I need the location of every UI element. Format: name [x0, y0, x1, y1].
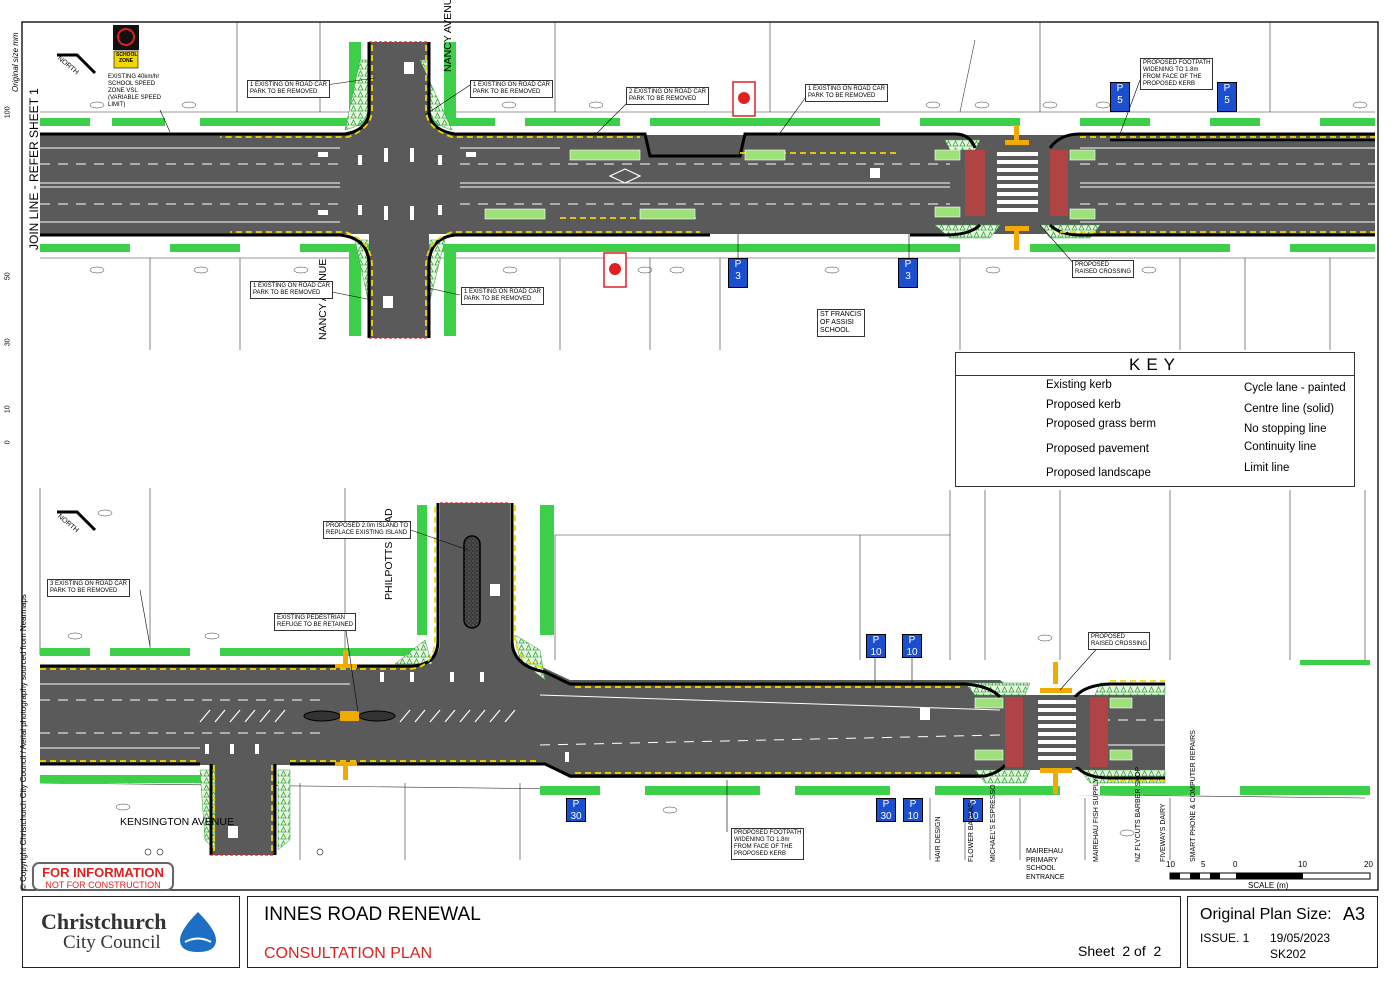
callout-raised-crossing-bottom: PROPOSED RAISED CROSSING	[1088, 632, 1151, 650]
business-flower-bazaar: FLOWER BAZAAR	[968, 802, 975, 862]
council-name-line2: City Council	[63, 932, 161, 953]
issue-number: ISSUE. 1	[1200, 931, 1250, 945]
business-mairehau-school: MAIREHAU PRIMARY SCHOOL ENTRANCE	[1026, 848, 1065, 881]
scale-tick-5: 5	[1201, 860, 1206, 869]
north-arrow-top	[57, 53, 97, 75]
road-name-nancy-top: NANCY AVENUE	[442, 0, 454, 72]
callout-car-park-se: 1 EXISTING ON ROAD CAR PARK TO BE REMOVE…	[461, 287, 545, 305]
scale-bar	[1169, 872, 1371, 880]
copyright-text: © Copyright Christchurch City Council / …	[19, 594, 28, 890]
bottom-viewport	[39, 488, 1370, 860]
scale-tick-10b: 10	[1298, 860, 1307, 869]
map-key: KEY Existing kerb Proposed kerb Proposed…	[955, 352, 1355, 487]
original-plan-size-label: Original Plan Size:	[1200, 906, 1332, 923]
project-title: INNES ROAD RENEWAL	[264, 904, 481, 925]
ruler-0: 0	[4, 440, 12, 445]
plan-info-panel: Original Plan Size: A3 ISSUE. 1 19/05/20…	[1187, 896, 1378, 968]
key-title: KEY	[1128, 355, 1182, 374]
north-arrow-bottom	[57, 510, 97, 532]
key-proposed-pavement: Proposed pavement	[1046, 443, 1149, 455]
council-name-line1: Christchurch	[41, 909, 167, 934]
plan-type: CONSULTATION PLAN	[264, 945, 433, 962]
business-nz-flycuts: NZ FLYCUTS BARBER SHOP	[1135, 766, 1142, 862]
scale-tick-10a: 10	[1166, 860, 1175, 869]
school-zone-sign: SCHOOL ZONE	[116, 52, 138, 64]
callout-speed-zone: EXISTING 40km/hr SCHOOL SPEED ZONE VSL (…	[108, 74, 161, 108]
join-line-label: JOIN LINE - REFER SHEET 1	[27, 88, 41, 250]
key-proposed-kerb: Proposed kerb	[1046, 399, 1121, 411]
callout-car-park-sw: 1 EXISTING ON ROAD CAR PARK TO BE REMOVE…	[250, 281, 334, 299]
logo-panel: Christchurch City Council	[22, 896, 240, 968]
key-continuity: Continuity line	[1244, 441, 1317, 453]
title-panel: INNES ROAD RENEWAL CONSULTATION PLAN She…	[247, 896, 1181, 968]
key-grass-berm: Proposed grass berm	[1046, 418, 1156, 430]
callout-car-park-2: 2 EXISTING ON ROAD CAR PARK TO BE REMOVE…	[626, 87, 710, 105]
key-proposed-landscape: Proposed landscape	[1046, 467, 1151, 479]
stamp-line-2: NOT FOR CONSTRUCTION	[45, 880, 161, 890]
scale-tick-0: 0	[1233, 860, 1238, 869]
business-smart-phone: SMART PHONE & COMPUTER REPAIRS	[1190, 730, 1197, 862]
callout-island: PROPOSED 2.0m ISLAND TO REPLACE EXISTING…	[323, 521, 412, 539]
business-fish-supply: MAIREHAU FISH SUPPLY	[1093, 778, 1100, 862]
key-limit-line: Limit line	[1244, 462, 1290, 474]
scale-label: SCALE (m)	[1248, 881, 1289, 890]
callout-raised-crossing-top: PROPOSED RAISED CROSSING	[1072, 260, 1135, 278]
ruler-30: 30	[4, 338, 12, 347]
top-viewport	[40, 22, 1375, 350]
ruler-50: 50	[4, 272, 12, 281]
ruler-100: 100	[4, 106, 12, 119]
callout-car-park-ne: 1 EXISTING ON ROAD CAR PARK TO BE REMOVE…	[470, 80, 554, 98]
business-fiveways-dairy: FIVEWAYS DAIRY	[1160, 803, 1167, 862]
original-plan-size-value: A3	[1343, 904, 1366, 924]
key-centre-line: Centre line (solid)	[1244, 403, 1335, 415]
callout-footpath-bottom: PROPOSED FOOTPATH WIDENING TO 1.8m FROM …	[731, 828, 805, 860]
school-label: ST FRANCIS OF ASSISI SCHOOL	[817, 309, 865, 337]
council-logo-mark	[180, 912, 216, 952]
scale-tick-20: 20	[1364, 860, 1373, 869]
issue-date: 19/05/2023	[1270, 931, 1331, 945]
key-cycle-lane: Cycle lane - painted	[1244, 382, 1346, 394]
for-information-stamp: FOR INFORMATION NOT FOR CONSTRUCTION	[32, 862, 174, 891]
key-existing-kerb: Existing kerb	[1046, 379, 1112, 391]
drawing-number: SK202	[1270, 947, 1307, 961]
business-hair-design: HAIR DESIGN	[935, 816, 942, 862]
callout-car-park-nw: 1 EXISTING ON ROAD CAR PARK TO BE REMOVE…	[247, 80, 331, 98]
callout-refuge: EXISTING PEDESTRIAN REFUGE TO BE RETAINE…	[274, 613, 357, 631]
road-name-nancy-bottom: NANCY AVENUE	[317, 258, 329, 340]
business-michaels-espresso: MICHAEL'S ESPRESSO	[990, 784, 997, 862]
callout-car-park-3: 3 EXISTING ON ROAD CAR PARK TO BE REMOVE…	[47, 579, 131, 597]
sheet-number: Sheet 2 of 2	[1078, 943, 1162, 959]
key-no-stopping: No stopping line	[1244, 423, 1327, 435]
original-size-label: Original size mm	[11, 32, 20, 92]
callout-footpath-top: PROPOSED FOOTPATH WIDENING TO 1.8m FROM …	[1140, 58, 1214, 90]
callout-car-park-e: 1 EXISTING ON ROAD CAR PARK TO BE REMOVE…	[805, 84, 889, 102]
road-name-kensington: KENSINGTON AVENUE	[120, 816, 234, 828]
stamp-line-1: FOR INFORMATION	[42, 865, 164, 880]
ruler-10: 10	[4, 405, 12, 414]
